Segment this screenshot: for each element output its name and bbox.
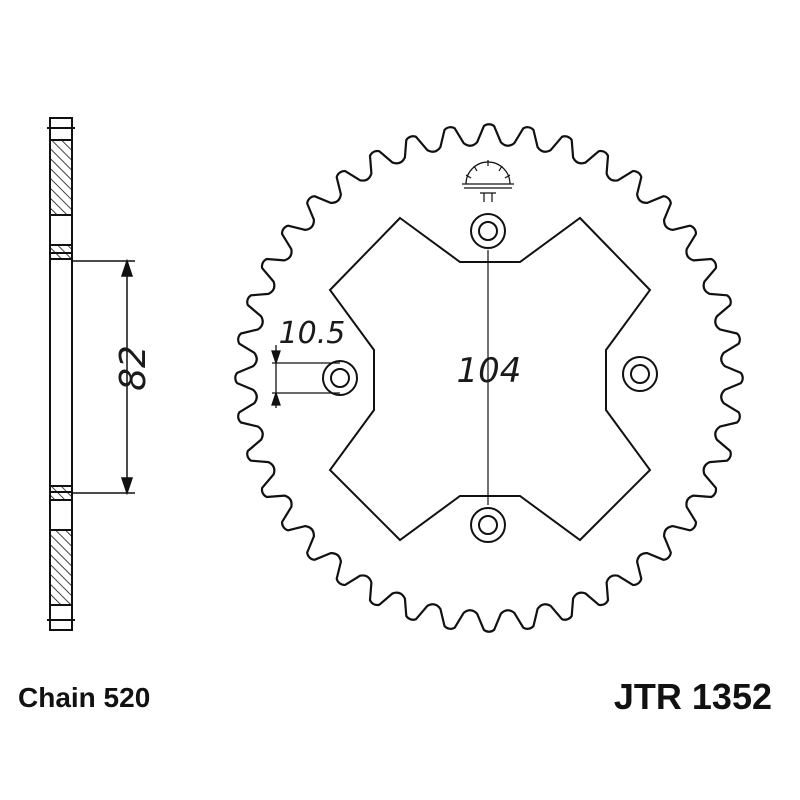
side-view-outline xyxy=(49,117,73,631)
center-cutout xyxy=(328,216,652,542)
part-number: JTR 1352 xyxy=(613,676,772,717)
side-section-lower xyxy=(49,529,73,606)
side-view xyxy=(47,117,75,631)
side-section-upper xyxy=(49,139,73,216)
bolt-hole-right xyxy=(622,356,658,392)
dimension-104-label: 104 xyxy=(457,351,522,391)
bolt-hole-top xyxy=(470,213,506,249)
bolt-hole-bottom xyxy=(470,507,506,543)
sprocket-teeth-outline xyxy=(234,123,744,633)
bolt-hole-dimension xyxy=(271,345,340,408)
chain-caption: Chain 520 xyxy=(18,682,151,713)
dimension-82-label: 82 xyxy=(113,345,154,391)
sprocket-front-view xyxy=(234,123,744,633)
sun-logo-icon xyxy=(462,160,514,202)
bolt-hole-left xyxy=(322,360,358,396)
bore-dimension xyxy=(72,258,135,496)
dimension-10-5-label: 10.5 xyxy=(279,316,346,351)
